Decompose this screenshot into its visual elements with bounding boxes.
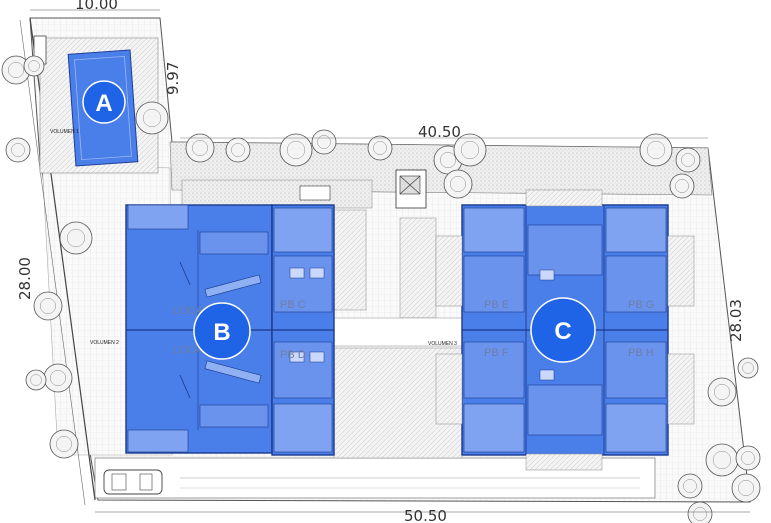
badge-c: C (530, 297, 596, 363)
tree (225, 137, 251, 163)
tree-inner (675, 179, 689, 193)
badge-a-text: A (95, 90, 112, 117)
dim-right-small: 9.97 (164, 62, 182, 95)
label-pb-e: PB E (484, 299, 509, 311)
car (103, 469, 163, 495)
tree-inner (30, 374, 42, 386)
label-pb-d: PB D (280, 349, 306, 361)
tree (677, 473, 703, 499)
tree-inner (738, 480, 754, 496)
tree (33, 291, 63, 321)
tree-inner (714, 384, 730, 400)
dim-middle-top: 40.50 (418, 123, 461, 141)
tree-inner (742, 362, 754, 374)
label-pb-g: PB G (628, 299, 654, 311)
tree-inner (450, 176, 466, 192)
badge-c-text: C (554, 318, 571, 345)
tree-inner (142, 108, 162, 128)
tree (731, 473, 761, 503)
label-pb-c: PB C (280, 299, 306, 311)
tree (135, 101, 169, 135)
dim-top: 10.00 (75, 0, 118, 13)
tree-inner (286, 140, 306, 160)
tree-inner (50, 370, 66, 386)
tree (705, 443, 739, 477)
tree-inner (28, 60, 40, 72)
tree-inner (460, 140, 480, 160)
tree-inner (231, 143, 245, 157)
tree-inner (373, 141, 387, 155)
dim-left: 28.00 (16, 257, 34, 300)
tree (25, 369, 47, 391)
tree (675, 147, 701, 173)
tree-inner (693, 507, 707, 521)
tree (737, 357, 759, 379)
tree (367, 135, 393, 161)
tree (707, 377, 737, 407)
tree-inner (681, 153, 695, 167)
dim-right: 28.03 (727, 299, 745, 342)
dim-bottom: 50.50 (404, 507, 447, 523)
tree-inner (440, 152, 456, 168)
tree-inner (66, 228, 86, 248)
tree (687, 501, 713, 523)
tree-inner (683, 479, 697, 493)
badge-a: A (82, 80, 126, 124)
tree (49, 429, 79, 459)
dimensions: 10.00 9.97 40.50 28.00 28.03 50.50 (16, 0, 750, 523)
tree (185, 133, 215, 163)
tree-inner (11, 143, 25, 157)
badge-b: B (193, 302, 251, 360)
tree (443, 169, 473, 199)
tree (735, 445, 761, 471)
tree-inner (8, 62, 24, 78)
tree-inner (712, 450, 732, 470)
tree-inner (317, 135, 331, 149)
label-volumen-3: VOLUMEN 3 (428, 341, 457, 347)
tree-inner (40, 298, 56, 314)
tree (23, 55, 45, 77)
label-pb-h: PB H (628, 347, 654, 359)
tree (43, 363, 73, 393)
badge-b-text: B (213, 319, 230, 346)
tree (5, 137, 31, 163)
tree-inner (741, 451, 755, 465)
tree (279, 133, 313, 167)
tree (453, 133, 487, 167)
label-pb-f: PB F (484, 347, 509, 359)
tree-inner (646, 140, 666, 160)
label-volumen-2: VOLUMEN 2 (90, 340, 119, 346)
trees (1, 55, 761, 523)
tree (639, 133, 673, 167)
tree (669, 173, 695, 199)
tree (59, 221, 93, 255)
tree-inner (56, 436, 72, 452)
tree (311, 129, 337, 155)
label-volumen-1: VOLUMEN 1 (50, 129, 79, 135)
tree-inner (192, 140, 208, 156)
